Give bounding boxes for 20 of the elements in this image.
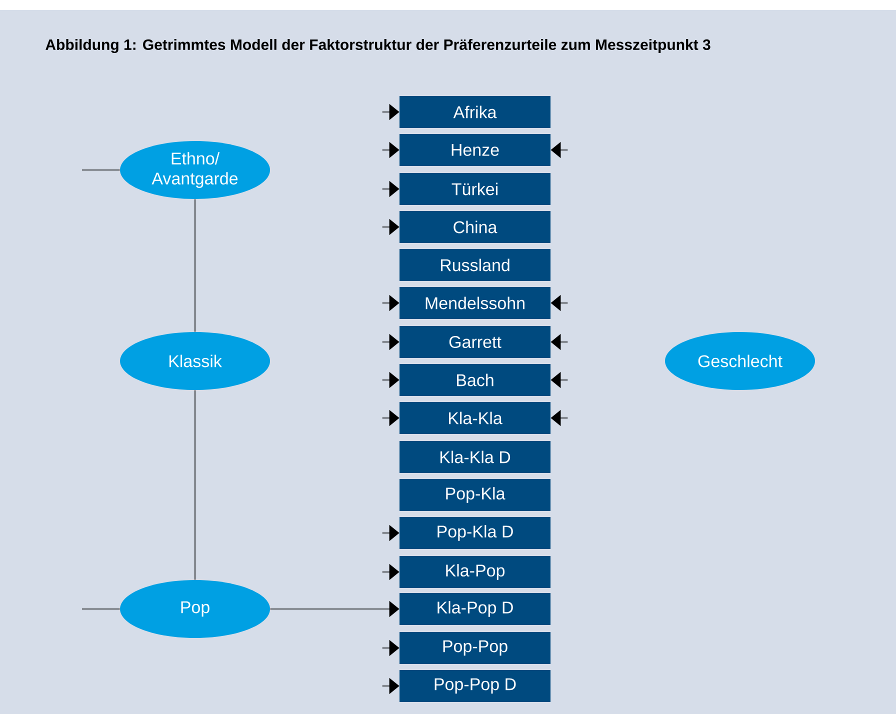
item-box: Mendelssohn (400, 287, 550, 319)
item-box: Kla-Kla D (400, 441, 550, 473)
item-box: Garrett (400, 326, 550, 358)
item-box: Pop-Kla (400, 479, 550, 511)
item-box: Kla-Pop (400, 556, 550, 588)
item-box: Bach (400, 364, 550, 396)
item-box: Kla-Kla (400, 402, 550, 434)
figure-title: Abbildung 1: Getrimmtes Modell der Faktorstruktur der Präferenzurteile zum Messzeitpunkt 3 (46, 38, 710, 54)
item-box: Henze (400, 134, 550, 166)
item-box: Afrika (400, 96, 550, 128)
item-box: Pop-Pop (400, 632, 550, 664)
connector (194, 390, 196, 580)
connector (194, 198, 196, 332)
item-box: Russland (400, 249, 550, 281)
connector (82, 608, 120, 610)
item-box: Pop-Kla D (400, 517, 550, 549)
item-box: China (400, 211, 550, 243)
item-box: Türkei (400, 173, 550, 205)
item-box: Pop-Pop D (400, 670, 550, 702)
item-box: Kla-Pop D (400, 593, 550, 625)
